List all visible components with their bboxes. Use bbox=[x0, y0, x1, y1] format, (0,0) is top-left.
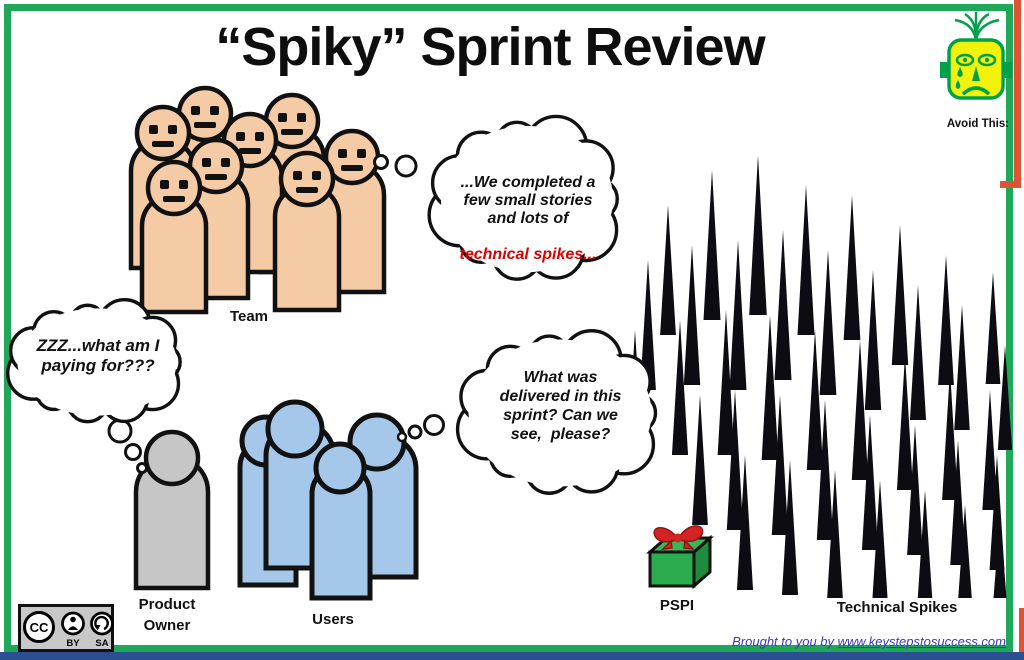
attribution-link[interactable]: www.keystepstosuccess.com bbox=[837, 634, 1006, 649]
users-thought-cloud bbox=[396, 329, 658, 495]
product-owner-figure bbox=[133, 429, 211, 591]
green-border-frame bbox=[4, 4, 1013, 652]
thought-trail-dot bbox=[107, 418, 133, 444]
thought-trail-dot bbox=[136, 462, 148, 474]
users-figures bbox=[237, 399, 419, 601]
avoid-this-label: Avoid This: bbox=[946, 118, 1010, 130]
team-figures bbox=[128, 85, 387, 315]
sad-face-icon bbox=[940, 12, 1012, 100]
cc-by-icon: BY bbox=[61, 611, 85, 649]
svg-text:BY: BY bbox=[66, 638, 80, 649]
users-label: Users bbox=[312, 611, 354, 628]
gift-bow bbox=[653, 525, 704, 550]
pspi-gift-box bbox=[646, 525, 714, 590]
right-red-stripe-top bbox=[1014, 0, 1021, 188]
product-owner-label: Product Owner bbox=[138, 596, 196, 634]
cc-by-sa-badge[interactable]: CC BY SA bbox=[18, 604, 114, 652]
product-owner-thought-cloud bbox=[6, 297, 182, 474]
thought-trail-dot bbox=[423, 414, 445, 436]
thought-trail-dot bbox=[124, 443, 142, 461]
technical-spikes-label: Technical Spikes bbox=[836, 599, 958, 616]
right-red-stripe-bottom bbox=[1019, 608, 1024, 656]
attribution-prefix: Brought to you by bbox=[732, 634, 838, 649]
thought-trail-dot bbox=[394, 154, 418, 178]
page-title: “Spiky” Sprint Review bbox=[215, 17, 765, 77]
team-member bbox=[272, 150, 342, 313]
cc-icon: CC bbox=[23, 611, 55, 643]
user-figure bbox=[309, 441, 373, 601]
pspi-label: PSPI bbox=[659, 597, 695, 614]
attribution: Brought to you by www.keystepstosuccess.… bbox=[732, 634, 1006, 649]
svg-text:CC: CC bbox=[30, 620, 49, 635]
bottom-blue-bar bbox=[0, 652, 1024, 660]
technical-spikes-field bbox=[627, 155, 1013, 598]
right-red-stripe-foot bbox=[1000, 181, 1021, 188]
svg-text:SA: SA bbox=[95, 638, 108, 649]
thought-trail-dot bbox=[407, 424, 423, 440]
team-member bbox=[139, 159, 209, 315]
team-thought-cloud bbox=[373, 114, 619, 281]
thought-trail-dot bbox=[396, 431, 408, 443]
thought-trail-dot bbox=[373, 154, 389, 170]
cc-sa-icon: SA bbox=[90, 611, 114, 649]
team-label: Team bbox=[229, 308, 269, 325]
